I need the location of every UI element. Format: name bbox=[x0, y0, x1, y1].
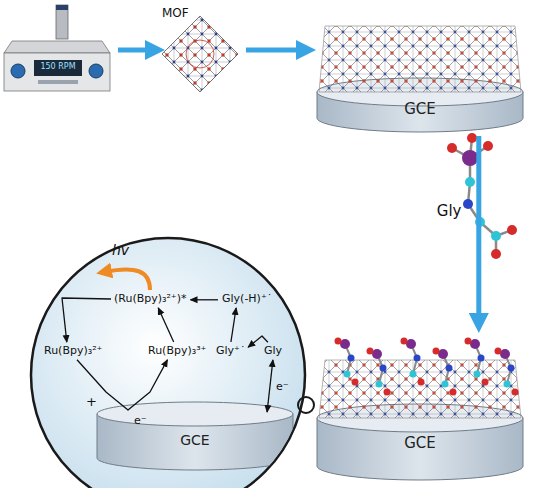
species-label: Gly⁺˙ bbox=[216, 344, 245, 357]
zoom-circle bbox=[31, 238, 314, 488]
species-node: Gly⁺˙ bbox=[214, 343, 247, 359]
electrode-label: GCE bbox=[95, 432, 295, 448]
process-arrow bbox=[476, 136, 481, 324]
process-arrow bbox=[118, 48, 156, 53]
display-readout: 150 RPM bbox=[34, 62, 82, 71]
species-node: Ru(Bpy)₃³⁺ bbox=[146, 343, 208, 359]
species-node: Ru(Bpy)₃²⁺ bbox=[42, 343, 104, 359]
species-node: Gly bbox=[262, 343, 284, 359]
edge-label: e⁻ bbox=[276, 380, 289, 393]
electrode-cylinder bbox=[315, 330, 525, 484]
electrode-label: GCE bbox=[315, 434, 525, 452]
species-label: (Ru(Bpy)₃²⁺)* bbox=[114, 292, 186, 305]
reaction-arrow bbox=[267, 360, 273, 412]
electrode-cylinder bbox=[315, 18, 525, 136]
species-node: (Ru(Bpy)₃²⁺)* bbox=[112, 291, 188, 307]
mof-label: MOF bbox=[162, 6, 202, 20]
photon-arrow bbox=[104, 269, 150, 290]
electron-label: e⁻ bbox=[134, 414, 147, 427]
species-label: Ru(Bpy)₃²⁺ bbox=[44, 344, 102, 357]
electrode-node: GCE bbox=[315, 330, 525, 486]
electrode-node: GCE bbox=[315, 18, 525, 130]
species-label: Gly bbox=[264, 344, 282, 357]
reaction-arrow bbox=[62, 298, 111, 342]
reaction-arrow bbox=[231, 308, 236, 342]
species-label: Gly(-H)⁺˙ bbox=[222, 292, 272, 305]
species-node: Gly(-H)⁺˙ bbox=[220, 291, 274, 307]
process-arrow bbox=[246, 48, 307, 53]
hotplate-stirrer bbox=[2, 5, 112, 95]
reaction-arrow bbox=[77, 360, 167, 410]
species-label: Ru(Bpy)₃³⁺ bbox=[148, 344, 206, 357]
reaction-arrow bbox=[191, 299, 219, 300]
edge-label: Gly bbox=[437, 202, 462, 220]
glyphosate-molecule bbox=[447, 133, 517, 259]
electrode-label: GCE bbox=[315, 100, 525, 118]
polarity-sign: + bbox=[86, 394, 97, 409]
photon-label: hv bbox=[112, 242, 129, 258]
hotplate-node: 150 RPM bbox=[2, 5, 112, 95]
reaction-arrow bbox=[158, 308, 173, 342]
electrode-node: GCE bbox=[95, 400, 295, 472]
mof-node: MOF bbox=[160, 6, 240, 94]
